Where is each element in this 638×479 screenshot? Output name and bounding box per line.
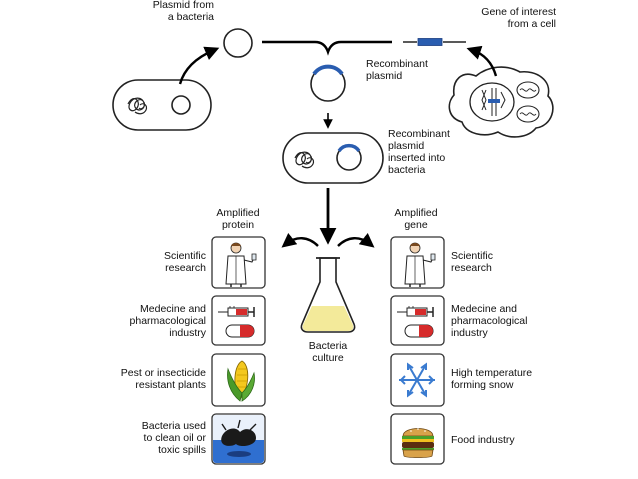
arrow-to-protein — [281, 232, 319, 248]
syringe-pill-icon — [218, 306, 255, 338]
left-item-label: Bacteria used to clean oil or toxic spil… — [141, 420, 206, 456]
snowflake-icon — [399, 362, 435, 398]
arrow-bacterium-to-plasmid — [178, 46, 220, 85]
right-item-label: Medecine and pharmacological industry — [451, 303, 528, 339]
right-item-label: Food industry — [451, 434, 515, 446]
corn-icon — [227, 360, 255, 402]
recombinant-plasmid — [310, 64, 346, 102]
left-item-label: Medecine and pharmacological industry — [129, 303, 206, 339]
plasmid-label: Plasmid from a bacteria — [152, 0, 214, 23]
source-bacterium — [112, 79, 212, 131]
syringe-pill-icon — [397, 306, 434, 338]
plasmid-circle — [223, 28, 253, 58]
scientist-icon — [225, 242, 257, 287]
left-item-label: Pest or insecticide resistant plants — [120, 367, 206, 391]
scientist-icon — [404, 242, 436, 287]
oil-spill-icon — [213, 415, 264, 463]
right-item-label: Scientific research — [451, 250, 494, 274]
right-item-label: High temperature forming snow — [451, 367, 533, 391]
protein-heading: Amplified protein — [216, 207, 260, 231]
recombinant-label: Recombinant plasmid — [366, 58, 428, 82]
recombinant-bacterium — [282, 132, 384, 184]
burger-icon — [402, 428, 434, 458]
gene-segment — [403, 38, 466, 46]
gene-label: Gene of interest from a cell — [481, 6, 556, 30]
arrow-to-gene — [337, 232, 375, 248]
join-line — [262, 40, 392, 56]
gene-heading: Amplified gene — [394, 207, 438, 231]
arrow-cell-to-gene — [466, 45, 498, 77]
eukaryotic-cell — [448, 66, 554, 138]
inserted-label: Recombinant plasmid inserted into bacter… — [388, 128, 450, 176]
culture-label: Bacteria culture — [308, 340, 348, 364]
left-item-label: Scientific research — [163, 250, 206, 274]
culture-flask — [300, 257, 356, 333]
